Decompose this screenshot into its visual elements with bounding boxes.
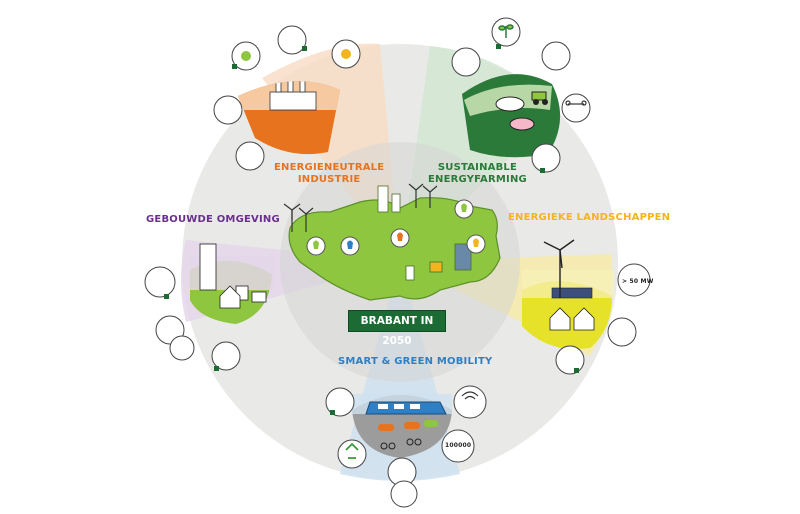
- house-icon: [549, 307, 595, 331]
- map-buildings: [377, 185, 472, 281]
- sun-icon: [241, 49, 351, 61]
- wind-turbine-icon: [283, 183, 438, 232]
- label-industrie-line1: ENERGIENEUTRALE: [274, 162, 385, 173]
- bus-icon: [365, 401, 447, 415]
- car-icon: [378, 420, 438, 431]
- drone-icon: [565, 100, 587, 106]
- solar-panel-icon: [551, 287, 593, 299]
- label-landschappen-line1: ENERGIEKE LANDSCHAPPEN: [508, 212, 671, 223]
- wind-power-text: > 50 MW: [622, 278, 654, 285]
- house-icon: [219, 285, 241, 309]
- mobility-bubbles: [325, 385, 487, 508]
- label-omgeving: GEBOUWDE OMGEVING: [146, 214, 280, 226]
- tractor-icon: [531, 91, 548, 105]
- label-mobility: SMART & GREEN MOBILITY: [338, 356, 492, 368]
- map-lightbulbs: [306, 199, 486, 256]
- ev-range-text: 100000: [445, 442, 472, 449]
- building-icon: [199, 243, 267, 303]
- label-industrie-line2: INDUSTRIE: [297, 174, 361, 185]
- label-farming-line2: ENERGYFARMING: [428, 174, 527, 185]
- recycle-icon: [345, 442, 359, 459]
- landschappen-bubbles: [555, 263, 651, 375]
- label-farming-line1: SUSTAINABLE: [437, 162, 518, 173]
- bicycle-icon: [380, 438, 422, 450]
- omgeving-bubbles: [144, 266, 241, 371]
- center-banner: BRABANT IN 2050: [348, 310, 446, 347]
- power-plug-icon: [164, 44, 579, 415]
- wind-turbine-icon: [543, 239, 575, 298]
- plant-icon: [498, 24, 514, 38]
- label-omgeving-line1: GEBOUWDE OMGEVING: [146, 214, 280, 225]
- brabant-map: [288, 197, 501, 301]
- lightbulb-icon: [313, 203, 479, 249]
- label-landschappen: ENERGIEKE LANDSCHAPPEN: [508, 212, 670, 224]
- label-mobility-line1: SMART & GREEN MOBILITY: [338, 356, 493, 367]
- wifi-icon: [461, 391, 479, 400]
- cow-icon: [495, 96, 535, 131]
- label-farming: SUSTAINABLE ENERGYFARMING: [428, 162, 527, 186]
- factory-icon: [269, 81, 317, 111]
- label-industrie: ENERGIENEUTRALE INDUSTRIE: [274, 162, 384, 186]
